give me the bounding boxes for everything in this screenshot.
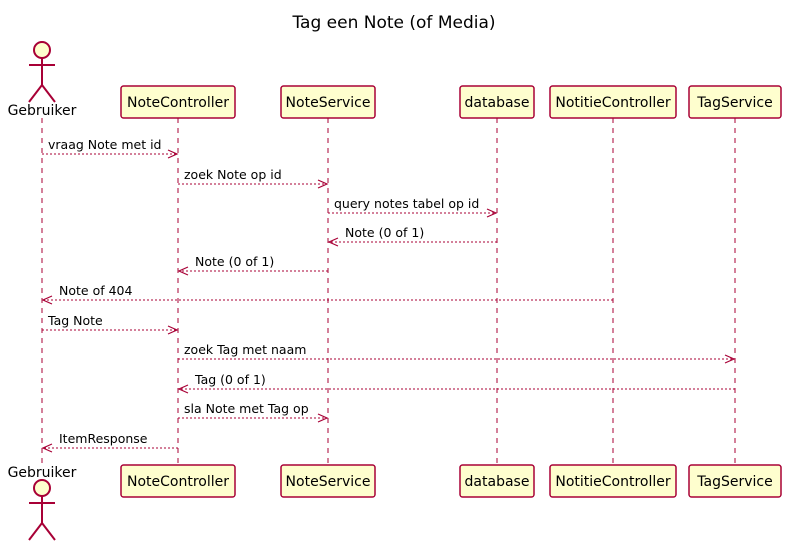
participant-box	[549, 85, 677, 119]
participant-notitiecontroller-top: NotitieController	[549, 85, 677, 119]
participant-label: TagService	[696, 474, 772, 490]
actor-icon	[28, 41, 56, 103]
participant-label: NoteController	[127, 474, 229, 490]
participant-tagservice-bottom: TagService	[688, 464, 782, 498]
participant-box	[120, 85, 236, 119]
participant-box	[120, 464, 236, 498]
participant-label: NoteService	[286, 474, 371, 490]
participant-noteservice-top: NoteService	[280, 85, 376, 119]
message: Tag (0 of 1)	[177, 372, 735, 394]
message-label: Note of 404	[59, 283, 132, 298]
participant-notitiecontroller-bottom: NotitieController	[549, 464, 677, 498]
participant-label: database	[465, 474, 530, 490]
arrowhead-icon	[317, 179, 329, 189]
participant-label: NoteService	[286, 95, 371, 111]
participant-notecontroller-top: NoteController	[120, 85, 236, 119]
message-label: zoek Note op id	[184, 167, 282, 182]
actor-gebruiker: Gebruiker	[8, 465, 77, 541]
arrowhead-icon	[327, 237, 339, 247]
lifelines	[41, 118, 736, 464]
actor-label: Gebruiker	[8, 465, 77, 481]
participant-database-bottom: database	[459, 464, 535, 498]
message: zoek Tag met naam	[178, 342, 736, 364]
message: Note (0 of 1)	[327, 225, 497, 247]
actor-gebruiker: Gebruiker	[8, 41, 77, 119]
message-label: sla Note met Tag op	[184, 401, 309, 416]
actor-icon	[28, 479, 56, 541]
message-label: Tag (0 of 1)	[194, 372, 266, 387]
arrowhead-icon	[41, 295, 53, 305]
participant-box	[688, 85, 782, 119]
message-label: zoek Tag met naam	[184, 342, 306, 357]
actor-label: Gebruiker	[8, 103, 77, 119]
messages: vraag Note met id zoek Note op id query no…	[41, 137, 736, 453]
message: Note of 404	[41, 283, 613, 305]
participant-box	[280, 85, 376, 119]
message: vraag Note met id	[42, 137, 179, 159]
message-label: Note (0 of 1)	[345, 225, 424, 240]
participant-box	[459, 464, 535, 498]
arrowhead-icon	[317, 413, 329, 423]
arrowhead-icon	[177, 266, 189, 276]
arrowhead-icon	[41, 443, 53, 453]
arrowhead-icon	[167, 325, 179, 335]
message-label: query notes tabel op id	[334, 196, 479, 211]
participant-box	[459, 85, 535, 119]
message: sla Note met Tag op	[178, 401, 329, 423]
participant-noteservice-bottom: NoteService	[280, 464, 376, 498]
participant-label: NotitieController	[555, 474, 671, 490]
message: ItemResponse	[41, 431, 178, 453]
message: Tag Note	[42, 313, 179, 335]
participant-label: database	[465, 95, 530, 111]
message: zoek Note op id	[178, 167, 329, 189]
arrowhead-icon	[724, 354, 736, 364]
participant-label: NotitieController	[555, 95, 671, 111]
message: Note (0 of 1)	[177, 254, 328, 276]
participant-box	[688, 464, 782, 498]
arrowhead-icon	[486, 208, 498, 218]
participant-box	[549, 464, 677, 498]
participant-label: NoteController	[127, 95, 229, 111]
message-label: Note (0 of 1)	[195, 254, 274, 269]
message-label: ItemResponse	[59, 431, 148, 446]
participant-tagservice-top: TagService	[688, 85, 782, 119]
participant-database-top: database	[459, 85, 535, 119]
participants: GebruikerGebruikerNoteControllerNoteCont…	[8, 41, 782, 541]
message: query notes tabel op id	[328, 196, 498, 218]
participant-label: TagService	[696, 95, 772, 111]
diagram-title: Tag een Note (of Media)	[291, 13, 495, 33]
participant-box	[280, 464, 376, 498]
message-label: vraag Note met id	[48, 137, 161, 152]
arrowhead-icon	[177, 384, 189, 394]
participant-notecontroller-bottom: NoteController	[120, 464, 236, 498]
arrowhead-icon	[167, 149, 179, 159]
message-label: Tag Note	[47, 313, 103, 328]
